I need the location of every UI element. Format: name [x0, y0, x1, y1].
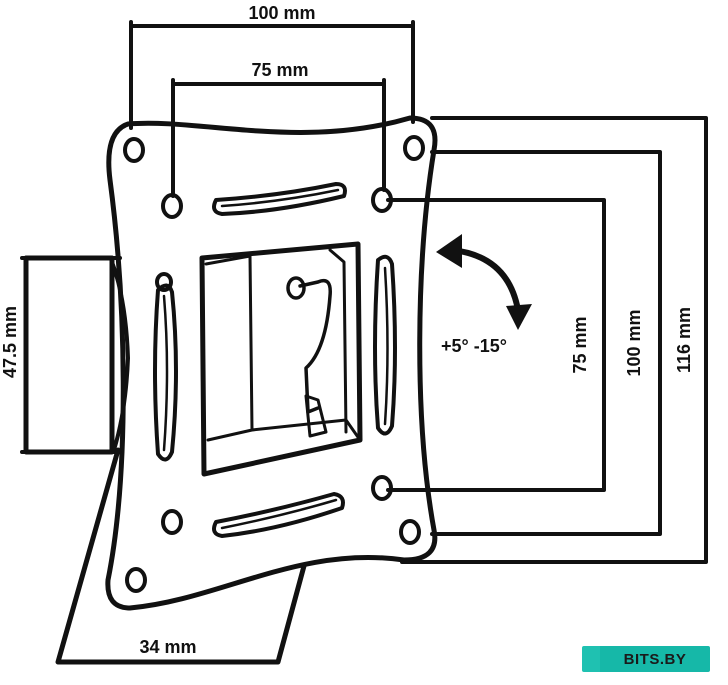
tilt-arrow-head-bottom	[506, 304, 532, 330]
latch-clip	[304, 394, 328, 438]
tilt-arrow-head-top	[436, 234, 462, 268]
latch-spring	[298, 278, 332, 414]
dim-100-right	[430, 150, 662, 536]
hole-top-left-75	[161, 193, 183, 219]
latch-knob	[286, 276, 306, 300]
label-tilt: +5° -15°	[441, 336, 507, 356]
label-width-100: 100 mm	[248, 3, 315, 23]
slot-top	[212, 182, 347, 216]
slot-left-inner	[162, 294, 169, 452]
side-arm-block	[23, 255, 115, 455]
slot-bottom	[212, 492, 345, 538]
label-base-34: 34 mm	[139, 637, 196, 657]
watermark-logo: BITS.BY	[582, 646, 710, 672]
center-opening-inner	[204, 254, 254, 442]
dim-100-top	[129, 20, 415, 130]
center-opening	[199, 241, 363, 477]
slot-top-inner	[220, 188, 340, 208]
watermark-text: BITS.BY	[600, 646, 710, 672]
label-height-75: 75 mm	[570, 316, 590, 373]
dim-116-right	[400, 116, 708, 564]
dim-75-top	[171, 78, 386, 198]
hole-bottom-right-100	[399, 519, 421, 545]
tilt-arrow-arc	[449, 247, 521, 313]
label-height-100: 100 mm	[624, 309, 644, 376]
slot-right-inner	[383, 266, 389, 426]
hole-bottom-left-75	[161, 509, 183, 535]
slot-bottom-inner	[220, 498, 338, 530]
hole-top-right-100	[403, 135, 425, 161]
slot-left	[153, 283, 178, 462]
mounting-plate	[105, 115, 438, 611]
watermark-accent	[582, 646, 600, 672]
dim-75-right	[386, 198, 606, 492]
hole-top-left-100	[123, 137, 145, 163]
slot-right	[373, 254, 397, 436]
hole-mid-left	[155, 272, 173, 292]
center-opening-right	[328, 248, 348, 434]
hole-bottom-left-100	[125, 567, 147, 593]
center-opening-floor	[250, 418, 362, 442]
label-height-116: 116 mm	[674, 307, 694, 373]
label-width-75: 75 mm	[251, 60, 308, 80]
dim-47-5	[20, 256, 122, 454]
label-arm-47-5: 47.5 mm	[0, 306, 20, 378]
base-support	[55, 447, 307, 665]
